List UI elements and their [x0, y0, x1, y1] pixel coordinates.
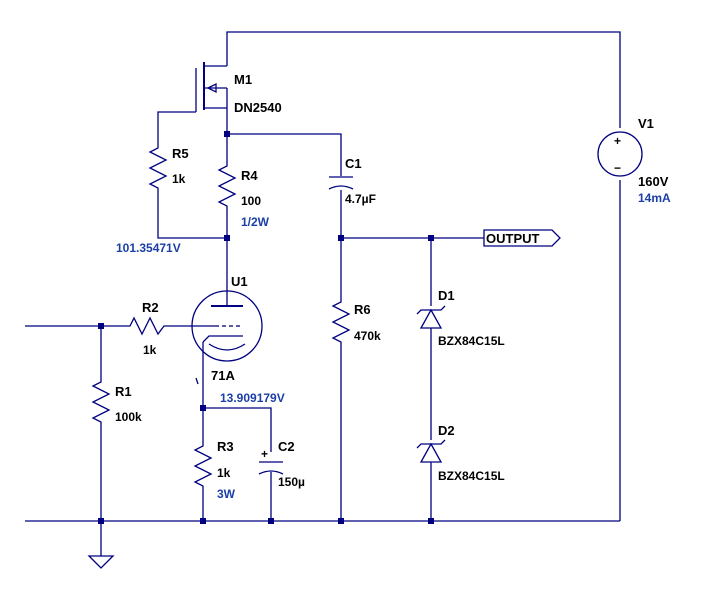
zener-diode-d1: D1 BZX84C15L [416, 288, 505, 348]
junctions [98, 131, 434, 524]
r4-ref: R4 [241, 168, 258, 183]
junction-source [224, 131, 230, 137]
d2-value: BZX84C15L [438, 469, 505, 483]
capacitor-c2: + C2 150µ [258, 439, 305, 489]
wire-cathode-to-c2 [203, 407, 272, 452]
capacitor-c1: C1 4.7µF [328, 156, 376, 206]
r1-value: 100k [115, 410, 142, 424]
m1-value: DN2540 [234, 100, 282, 115]
junction-c1-output [338, 235, 344, 241]
r4-value: 100 [241, 194, 261, 208]
c1-ref: C1 [345, 156, 362, 171]
m1-ref: M1 [234, 72, 252, 87]
resistor-r4: R4 100 1/2W [217, 160, 270, 229]
d1-value: BZX84C15L [438, 334, 505, 348]
c2-ref: C2 [278, 439, 295, 454]
r2-ref: R2 [142, 300, 159, 315]
v1-minus: − [614, 161, 621, 175]
voltage-source-v1: + − V1 160V 14mA [597, 116, 671, 205]
v1-plus: + [614, 134, 621, 148]
junction-gnd-r1 [98, 518, 104, 524]
junction-gnd-d2 [428, 518, 434, 524]
r2-value: 1k [143, 343, 157, 357]
triode-u1: U1 71A [191, 274, 263, 385]
wire-gate-to-r5 [157, 111, 196, 142]
c2-plus: + [261, 447, 268, 461]
v1-current: 14mA [638, 191, 671, 205]
r3-power: 3W [217, 487, 236, 501]
plate-voltage-annotation: 101.35471V [116, 241, 181, 255]
junction-input [98, 323, 104, 329]
r1-ref: R1 [115, 384, 132, 399]
r6-value: 470k [354, 329, 381, 343]
r5-ref: R5 [172, 146, 189, 161]
output-net-label: OUTPUT [483, 229, 561, 247]
r5-value: 1k [172, 172, 186, 186]
u1-value: 71A [211, 368, 235, 383]
resistor-r2: R2 1k [124, 300, 168, 357]
r4-power: 1/2W [241, 215, 270, 229]
r3-value: 1k [217, 466, 231, 480]
resistor-r3: R3 1k 3W [193, 439, 236, 501]
junction-zener-output [428, 235, 434, 241]
wire-r5-to-plate [157, 190, 227, 239]
resistor-r5: R5 1k [148, 142, 189, 190]
v1-ref: V1 [638, 116, 654, 131]
junction-gnd-r3 [200, 518, 206, 524]
resistor-r1: R1 100k [91, 376, 142, 428]
u1-ref: U1 [231, 274, 248, 289]
junction-cathode [200, 405, 206, 411]
c2-value: 150µ [278, 475, 305, 489]
zener-diode-d2: D2 BZX84C15L [416, 423, 505, 483]
junction-gnd-r6 [338, 518, 344, 524]
d2-ref: D2 [438, 423, 455, 438]
mosfet-m1: M1 DN2540 [195, 60, 282, 115]
output-label: OUTPUT [486, 231, 540, 246]
cathode-voltage-annotation: 13.909179V [220, 391, 285, 405]
c1-value: 4.7µF [345, 192, 376, 206]
d1-ref: D1 [438, 288, 455, 303]
r6-ref: R6 [354, 302, 371, 317]
r3-ref: R3 [217, 439, 234, 454]
wire-top-rail [226, 31, 621, 128]
v1-value: 160V [638, 174, 669, 189]
wires [25, 31, 621, 556]
wire-source-to-c1 [227, 133, 342, 176]
resistor-r6: R6 470k [331, 296, 381, 348]
junction-gnd-c2 [268, 518, 274, 524]
ground-symbol [87, 555, 115, 569]
junction-plate [224, 235, 230, 241]
